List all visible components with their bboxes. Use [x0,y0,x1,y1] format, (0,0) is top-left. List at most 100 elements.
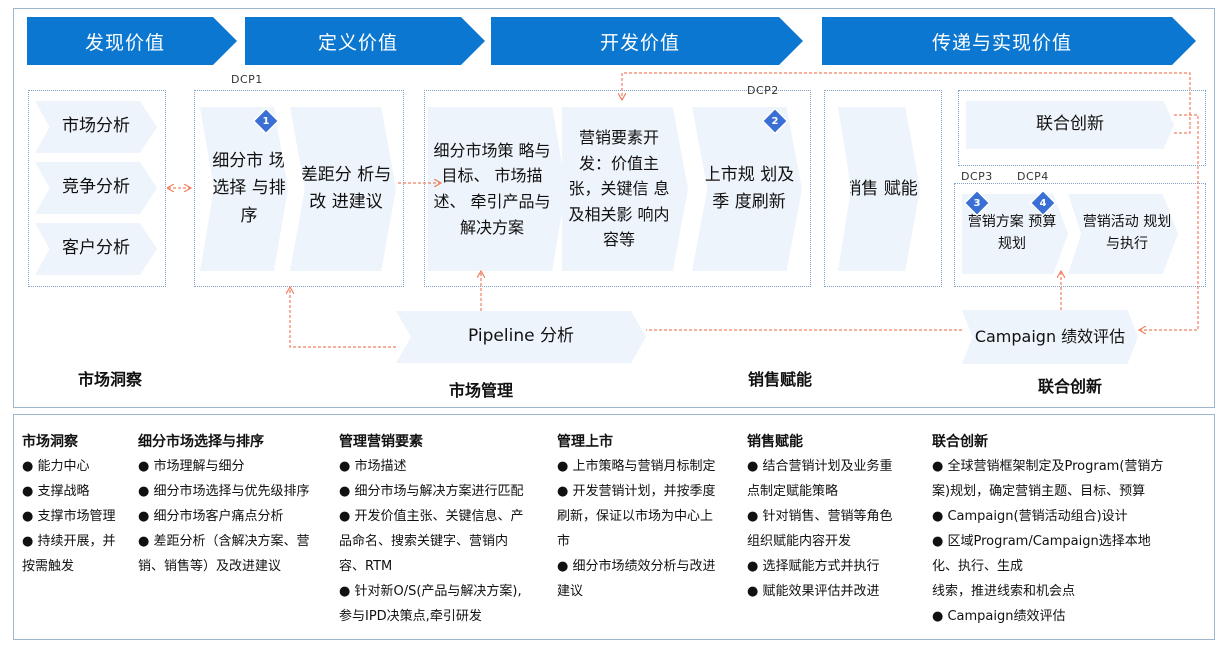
segment-strategy-box: 细分市场策 略与目标、 市场描述、 牵引产品与 解决方案 [428,107,566,271]
list-item: ● 差距分析（含解决方案、营 [138,534,310,549]
gap-analysis-line3: 进建议 [331,192,383,212]
segment-strategy-line1: 细分市场策 [433,140,514,160]
group-sales-enablement [824,90,942,287]
market-analysis-label: 市场分析 [62,116,130,137]
campaign-evaluation-line2: 绩效评估 [1061,326,1126,346]
customer-analysis-box: 客户分析 [35,223,157,275]
marketing-elements-line2: 发：价值主 [578,153,659,173]
column-title: 销售赋能 [747,434,803,450]
column-sales-enablement: 销售赋能 ● 结合营销计划及业务重 点制定赋能策略 ● 针对销售、营销等角色 组… [747,430,927,604]
top-frame [13,8,1215,408]
list-item: ● 开发营销计划，并按季度 [557,484,716,499]
phase-deliver-value: 传递与实现价值 [822,17,1196,65]
competition-analysis-box: 竞争分析 [35,162,157,214]
joint-innovation-box: 联合创新 [966,101,1174,149]
campaign-execution-box: 营销活动 规划与执行 [1068,194,1178,274]
list-item: 市 [557,534,571,549]
launch-plan-box: 上市规 划及季 度刷新 [692,107,802,271]
marketing-elements-line5: 响内容等 [602,204,670,250]
gap-analysis-line1: 差距分 [300,164,352,185]
launch-plan-line1: 上市规 [703,164,755,185]
segment-strategy-line5: 解决方案 [459,217,524,237]
list-item: ● 细分市场选择与优先级排序 [138,484,310,499]
competition-analysis-label: 竞争分析 [62,177,130,198]
segment-selection-line3: 与排序 [240,178,286,226]
campaign-budget-line2: 预算规划 [998,214,1057,252]
section-title-market-insight: 市场洞察 [78,370,143,389]
list-item: 建议 [557,584,584,599]
pipeline-define-arrow [290,288,396,348]
list-item: ● Campaign(营销活动组合)设计 [932,509,1128,524]
group-define-value [194,90,404,287]
column-launch-management: 管理上市 ● 上市策略与营销月标制定 ● 开发营销计划，并按季度 刷新，保证以市… [557,430,742,604]
group-joint-innovation [958,90,1206,166]
joint-to-marketing-arrow [622,72,1191,125]
dcp2-label: DCP2 [747,84,779,97]
marketing-elements-line3: 张，关键信 [568,179,649,199]
list-item: ● 赋能效果评估并改进 [747,584,880,599]
segment-selection-line2: 场选择 [212,151,286,199]
list-item: ● 持续开展，并 [22,534,116,549]
segment-strategy-line3: 市场描述、 [433,166,543,211]
column-market-insight: 市场洞察 ● 能力中心 ● 支撑战略 ● 支撑市场管理 ● 持续开展，并 按需触… [22,430,132,579]
list-item: 按需触发 [22,559,75,574]
launch-plan-line2: 划及季 [712,164,795,212]
launch-plan-line3: 度刷新 [734,192,786,212]
column-joint-innovation: 联合创新 ● 全球营销框架制定及Program(营销方 案)规划，确定营销主题、… [932,430,1208,629]
dcp1-label: DCP1 [231,73,263,86]
list-item: ● 支撑市场管理 [22,509,116,524]
campaign-execution-line2: 规划与执行 [1106,214,1172,252]
list-item: ● 支撑战略 [22,484,90,499]
section-title-joint-innovation: 联合创新 [1038,377,1103,396]
column-title: 管理上市 [557,434,613,450]
segment-strategy-line2: 略与目标、 [441,140,551,186]
list-item: ● 开发价值主张、关键信息、产 [339,509,524,524]
list-item: ● 区域Program/Campaign选择本地 [932,534,1151,549]
column-segment-selection: 细分市场选择与排序 ● 市场理解与细分 ● 细分市场选择与优先级排序 ● 细分市… [138,430,338,579]
group-develop-value [424,90,811,287]
sales-enablement-line2: 赋能 [883,178,918,199]
list-item: ● 能力中心 [22,459,90,474]
list-item: ● 结合营销计划及业务重 [747,459,893,474]
column-title: 市场洞察 [22,434,78,450]
dcp3-label: DCP3 [961,170,993,183]
list-item: ● 选择赋能方式并执行 [747,559,880,574]
list-item: 线索，推进线索和机会点 [932,584,1076,599]
joint-to-campaign-arrow [1140,114,1199,330]
list-item: 化、执行、生成 [932,559,1024,574]
customer-analysis-label: 客户分析 [62,238,130,259]
list-item: 点制定赋能策略 [747,484,839,499]
list-item: 刷新，保证以市场为中心上 [557,509,714,524]
list-item: ● 上市策略与营销月标制定 [557,459,716,474]
bottom-frame [13,414,1215,640]
sales-enablement-line1: 销售 [844,178,879,199]
dcp4-label: DCP4 [1017,170,1049,183]
section-title-market-management: 市场管理 [449,381,514,400]
marketing-elements-line1: 营销要素开 [578,128,659,148]
gap-analysis-box: 差距分 析与改 进建议 [290,107,396,271]
campaign-execution-line1: 营销活动 [1082,214,1139,231]
segment-selection-box: 细分市 场选择 与排序 [200,107,288,271]
campaign-budget-line1: 营销方案 [967,214,1024,231]
group-market-insight [28,90,166,287]
list-item: ● 全球营销框架制定及Program(营销方 [932,459,1164,474]
campaign-evaluation-box: Campaign 绩效评估 [962,310,1138,364]
phase-develop-value: 开发价值 [491,17,803,65]
column-marketing-elements: 管理营销要素 ● 市场描述 ● 细分市场与解决方案进行匹配 ● 开发价值主张、关… [339,430,554,629]
list-item: 销、销售等）及改进建议 [138,559,282,574]
marketing-elements-box: 营销要素开 发：价值主 张，关键信 息及相关影 响内容等 [562,107,688,271]
list-item: ● 市场理解与细分 [138,459,245,474]
list-item: 品命名、搜索关键字、营销内 [339,534,509,549]
list-item: 组织赋能内容开发 [747,534,852,549]
list-item: ● 细分市场客户痛点分析 [138,509,284,524]
list-item: ● 针对销售、营销等角色 [747,509,893,524]
list-item: ● 细分市场与解决方案进行匹配 [339,484,524,499]
pipeline-analysis-box: Pipeline 分析 [396,311,646,363]
segment-strategy-line4: 牵引产品与 [470,192,551,211]
list-item: ● 细分市场绩效分析与改进 [557,559,716,574]
market-analysis-box: 市场分析 [35,101,157,153]
group-campaign [954,183,1206,287]
gap-analysis-line2: 析与改 [309,164,392,212]
joint-innovation-label: 联合创新 [1036,114,1104,135]
